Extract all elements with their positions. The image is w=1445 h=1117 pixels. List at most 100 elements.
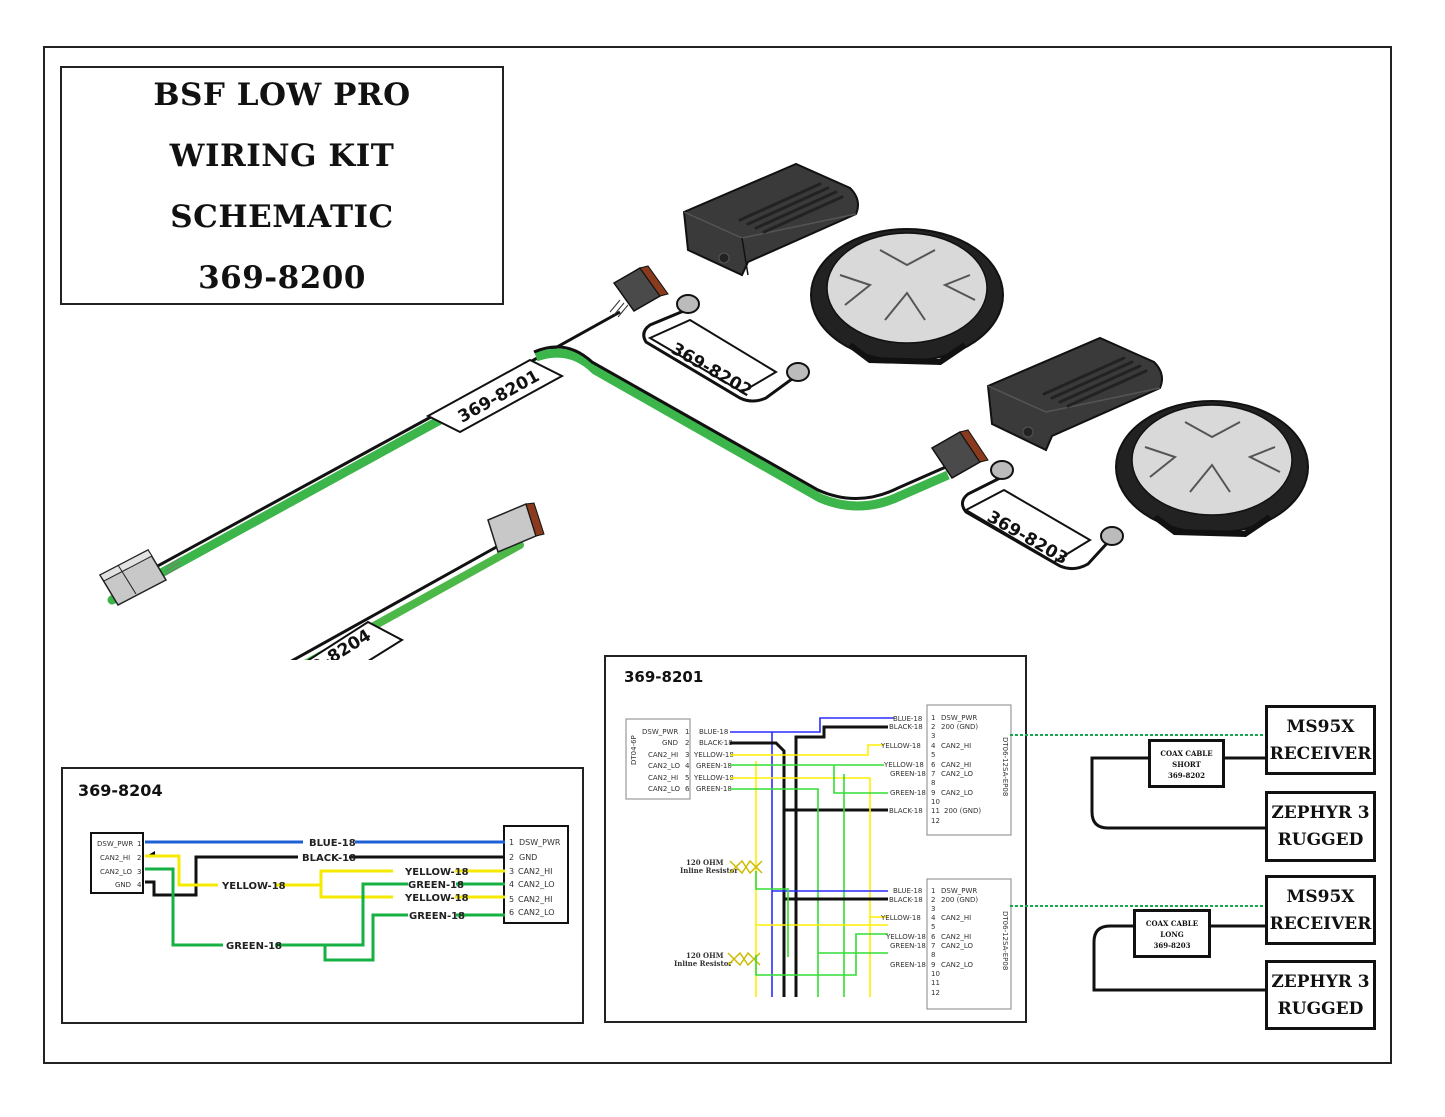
left-connector	[90, 832, 144, 894]
ms95x-receiver-icon	[682, 162, 859, 277]
wire-label-yellow-5: YELLOW-18	[404, 893, 469, 904]
pin-number: 3	[931, 905, 935, 913]
pin-label: GND	[662, 739, 678, 747]
pin-number: 3	[137, 868, 141, 876]
pin-number: 4	[509, 880, 514, 889]
block-line: COAX CABLE	[1160, 749, 1213, 758]
wire-green	[145, 867, 505, 962]
wire-label: BLACK-18	[889, 896, 923, 904]
dt06-12s-connector-1	[926, 704, 1012, 836]
zephyr-3-rugged-antenna-icon	[1115, 400, 1309, 538]
pin-number: 1	[931, 887, 935, 895]
pin-number: 2	[509, 853, 514, 862]
pin-label: CAN2_HI	[941, 933, 971, 941]
pin-label: CAN2_LO	[100, 868, 133, 876]
block-line: RECEIVER	[1269, 914, 1372, 934]
dt04-6p-connector	[625, 718, 691, 800]
title-line-2: WIRING KIT	[169, 138, 395, 174]
wire-label: BLACK-18	[699, 739, 733, 747]
pin-label: CAN2_LO	[518, 880, 555, 889]
connector-part-label: DT04-6P	[630, 735, 638, 765]
block-line: MS95X	[1286, 887, 1355, 907]
pin-number: 3	[509, 867, 514, 876]
pin-label: CAN2_LO	[648, 762, 681, 770]
resistor-label-2: 120 OHM	[686, 951, 724, 960]
pin-number: 1	[685, 728, 689, 736]
pin-number: 5	[931, 923, 935, 931]
pin-number: 12	[931, 989, 940, 997]
pin-label: CAN2_HI	[100, 854, 130, 862]
left-wire-labels: BLUE-18 BLACK-18 YELLOW-18 GREEN-18 YELL…	[693, 728, 734, 793]
right-wire-labels-1: BLUE-18 BLACK-18 YELLOW-18 YELLOW-18 GRE…	[880, 715, 926, 815]
pin-number: 6	[931, 933, 936, 941]
pin-label: CAN2_HI	[648, 774, 678, 782]
pin-number: 8	[931, 779, 935, 787]
wire-label: YELLOW-18	[693, 774, 734, 782]
block-line: LONG	[1160, 930, 1184, 939]
zephyr-3-rugged-box-2: ZEPHYR 3 RUGGED	[1265, 960, 1376, 1030]
pin-number: 2	[685, 739, 689, 747]
wire-label-yellow-main: YELLOW-18	[221, 881, 286, 892]
pin-label: GND	[519, 853, 537, 862]
coax-connector-icon	[1100, 526, 1124, 546]
connector-part-label: DT06-12SA-EP08	[1001, 911, 1009, 970]
block-line: 369-8203	[1153, 941, 1191, 950]
pin-label: CAN2_LO	[648, 785, 681, 793]
pin-number: 9	[931, 961, 935, 969]
deutsch-12-pin-connector-icon	[609, 265, 669, 318]
pin-number: 3	[931, 732, 935, 740]
wire-label: BLUE-18	[893, 715, 922, 723]
connector-part-label: DT06-12SA-EP08	[1001, 737, 1009, 796]
block-line: 369-8202	[1168, 771, 1205, 780]
pin-label: CAN2_HI	[941, 914, 971, 922]
coax-short-box: COAX CABLE SHORT 369-8202	[1148, 739, 1225, 788]
pin-label: CAN2_LO	[518, 908, 555, 917]
wire-yellow	[145, 854, 505, 899]
zephyr-3-rugged-antenna-icon	[810, 228, 1004, 366]
coax-369-8203: 369-8203	[961, 460, 1124, 571]
pin-label: DSW_PWR	[941, 887, 977, 895]
coax-long-box: COAX CABLE LONG 369-8203	[1133, 909, 1211, 958]
wire-label: GREEN-18	[890, 961, 926, 969]
wire-label: BLACK-18	[889, 807, 923, 815]
wire-label: YELLOW-18	[885, 933, 926, 941]
dt06-12s-connector-2	[926, 878, 1012, 1010]
pin-number: 7	[931, 770, 935, 778]
harness-illustration: 369-8201 369-8204	[98, 162, 1309, 660]
pin-number: 11	[931, 807, 940, 815]
wire-label: GREEN-18	[890, 942, 926, 950]
zephyr-3-rugged-box-1: ZEPHYR 3 RUGGED	[1265, 791, 1376, 862]
pin-number: 4	[685, 762, 690, 770]
wire-label: YELLOW-18	[883, 761, 924, 769]
wire-blue	[730, 717, 894, 997]
pin-label: DSW_PWR	[97, 840, 133, 848]
title-block: BSF LOW PRO WIRING KIT SCHEMATIC 369-820…	[60, 66, 504, 305]
ms95x-receiver-icon	[986, 336, 1163, 452]
pin-number: 8	[931, 951, 935, 959]
pin-number: 4	[931, 742, 936, 750]
pin-label: DSW_PWR	[642, 728, 678, 736]
pin-number: 4	[931, 914, 936, 922]
resistor-label-2b: Inline Resistor	[674, 959, 732, 968]
pin-label: 200 (GND)	[944, 807, 981, 815]
coax-connector-icon	[990, 460, 1014, 480]
pin-label: CAN2_LO	[941, 770, 974, 778]
pin-number: 5	[509, 895, 514, 904]
wire-label: YELLOW-18	[880, 742, 921, 750]
ms95x-receiver-box-1: MS95X RECEIVER	[1265, 705, 1376, 775]
wire-label: GREEN-18	[890, 770, 926, 778]
pin-number: 10	[931, 970, 940, 978]
block-line: ZEPHYR 3	[1271, 972, 1370, 992]
title-line-3: SCHEMATIC	[170, 199, 394, 235]
coax-connector-icon	[676, 294, 700, 314]
resistor-icon	[729, 859, 763, 875]
pin-label: CAN2_HI	[941, 761, 971, 769]
block-line: SHORT	[1172, 760, 1201, 769]
pin-label: CAN2_HI	[518, 895, 553, 904]
pin-number: 7	[931, 942, 935, 950]
block-line: RUGGED	[1277, 999, 1364, 1019]
